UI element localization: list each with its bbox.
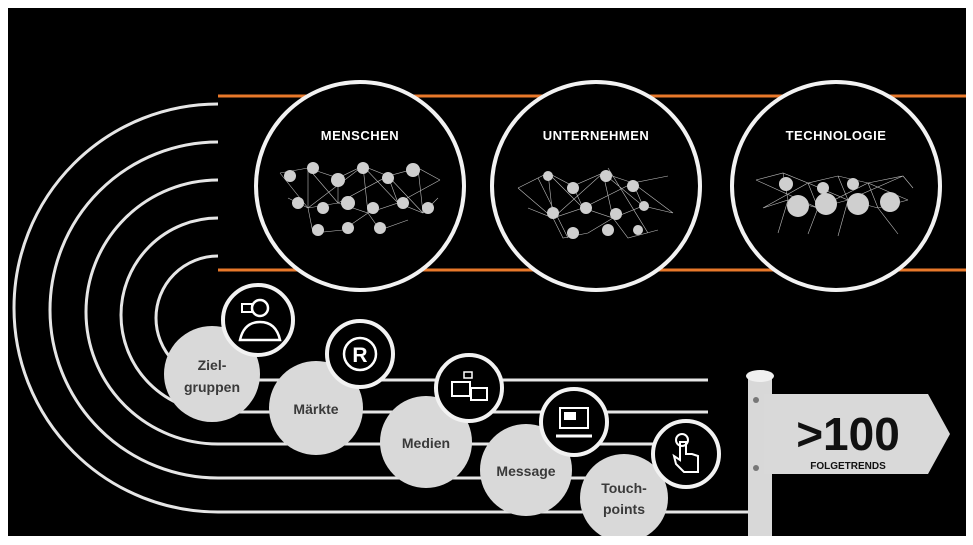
category-label-line2: points <box>603 501 645 517</box>
category-medien: Medien <box>380 396 472 488</box>
screens-icon <box>434 353 504 423</box>
topic-label-technologie: TECHNOLOGIE <box>786 128 887 143</box>
category-zielgruppen: Ziel- gruppen <box>164 326 260 422</box>
category-touchpoints: Touch- points <box>580 454 668 536</box>
topic-circle-menschen: MENSCHEN <box>254 80 466 292</box>
network-nodes <box>284 162 434 236</box>
topic-label-unternehmen: UNTERNEHMEN <box>543 128 650 143</box>
category-maerkte: Märkte <box>269 361 363 455</box>
svg-text:R: R <box>352 344 367 367</box>
network-nodes <box>543 170 649 239</box>
category-label-line1: Medien <box>402 435 450 451</box>
registered-icon: R <box>325 319 395 389</box>
topic-label-menschen: MENSCHEN <box>321 128 399 143</box>
category-label-line1: Ziel- <box>198 357 227 373</box>
fading-tails <box>508 378 728 414</box>
topic-circle-technologie: TECHNOLOGIE <box>730 80 942 292</box>
category-label-line2: gruppen <box>184 379 240 395</box>
sign-number: >100 <box>796 408 900 460</box>
monitor-icon <box>539 387 609 457</box>
category-message: Message <box>480 424 572 516</box>
diagram-panel: MENSCHEN UNTERNEHMEN <box>8 8 966 536</box>
nested-arcs <box>12 102 768 514</box>
topic-circle-unternehmen: UNTERNEHMEN <box>490 80 702 292</box>
signpost: >100 FOLGETRENDS <box>746 370 950 536</box>
network-nodes <box>779 177 900 217</box>
diagram-canvas: MENSCHEN UNTERNEHMEN <box>12 80 966 536</box>
category-label-line1: Touch- <box>601 480 647 496</box>
category-label-line1: Message <box>496 463 555 479</box>
sign-caption: FOLGETRENDS <box>810 461 886 472</box>
touch-hand-icon <box>651 419 721 489</box>
category-label-line1: Märkte <box>293 401 338 417</box>
person-icon <box>221 283 295 357</box>
